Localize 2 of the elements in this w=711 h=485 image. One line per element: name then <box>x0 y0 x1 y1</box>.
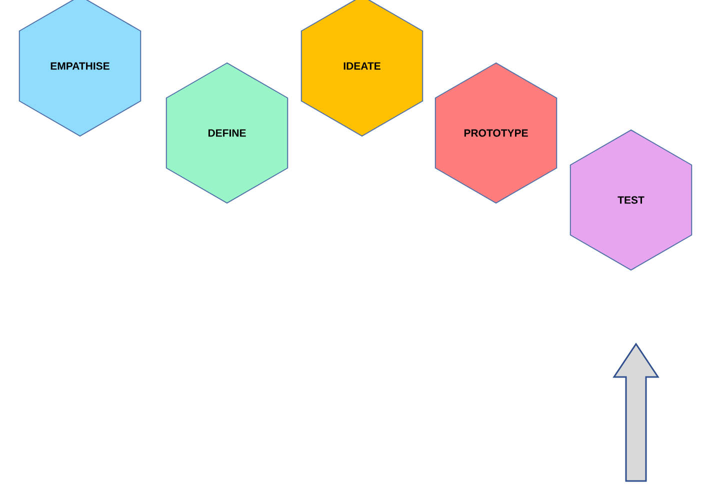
hexagon: EMPATHISE <box>18 0 142 137</box>
hexagon: IDEATE <box>300 0 424 137</box>
